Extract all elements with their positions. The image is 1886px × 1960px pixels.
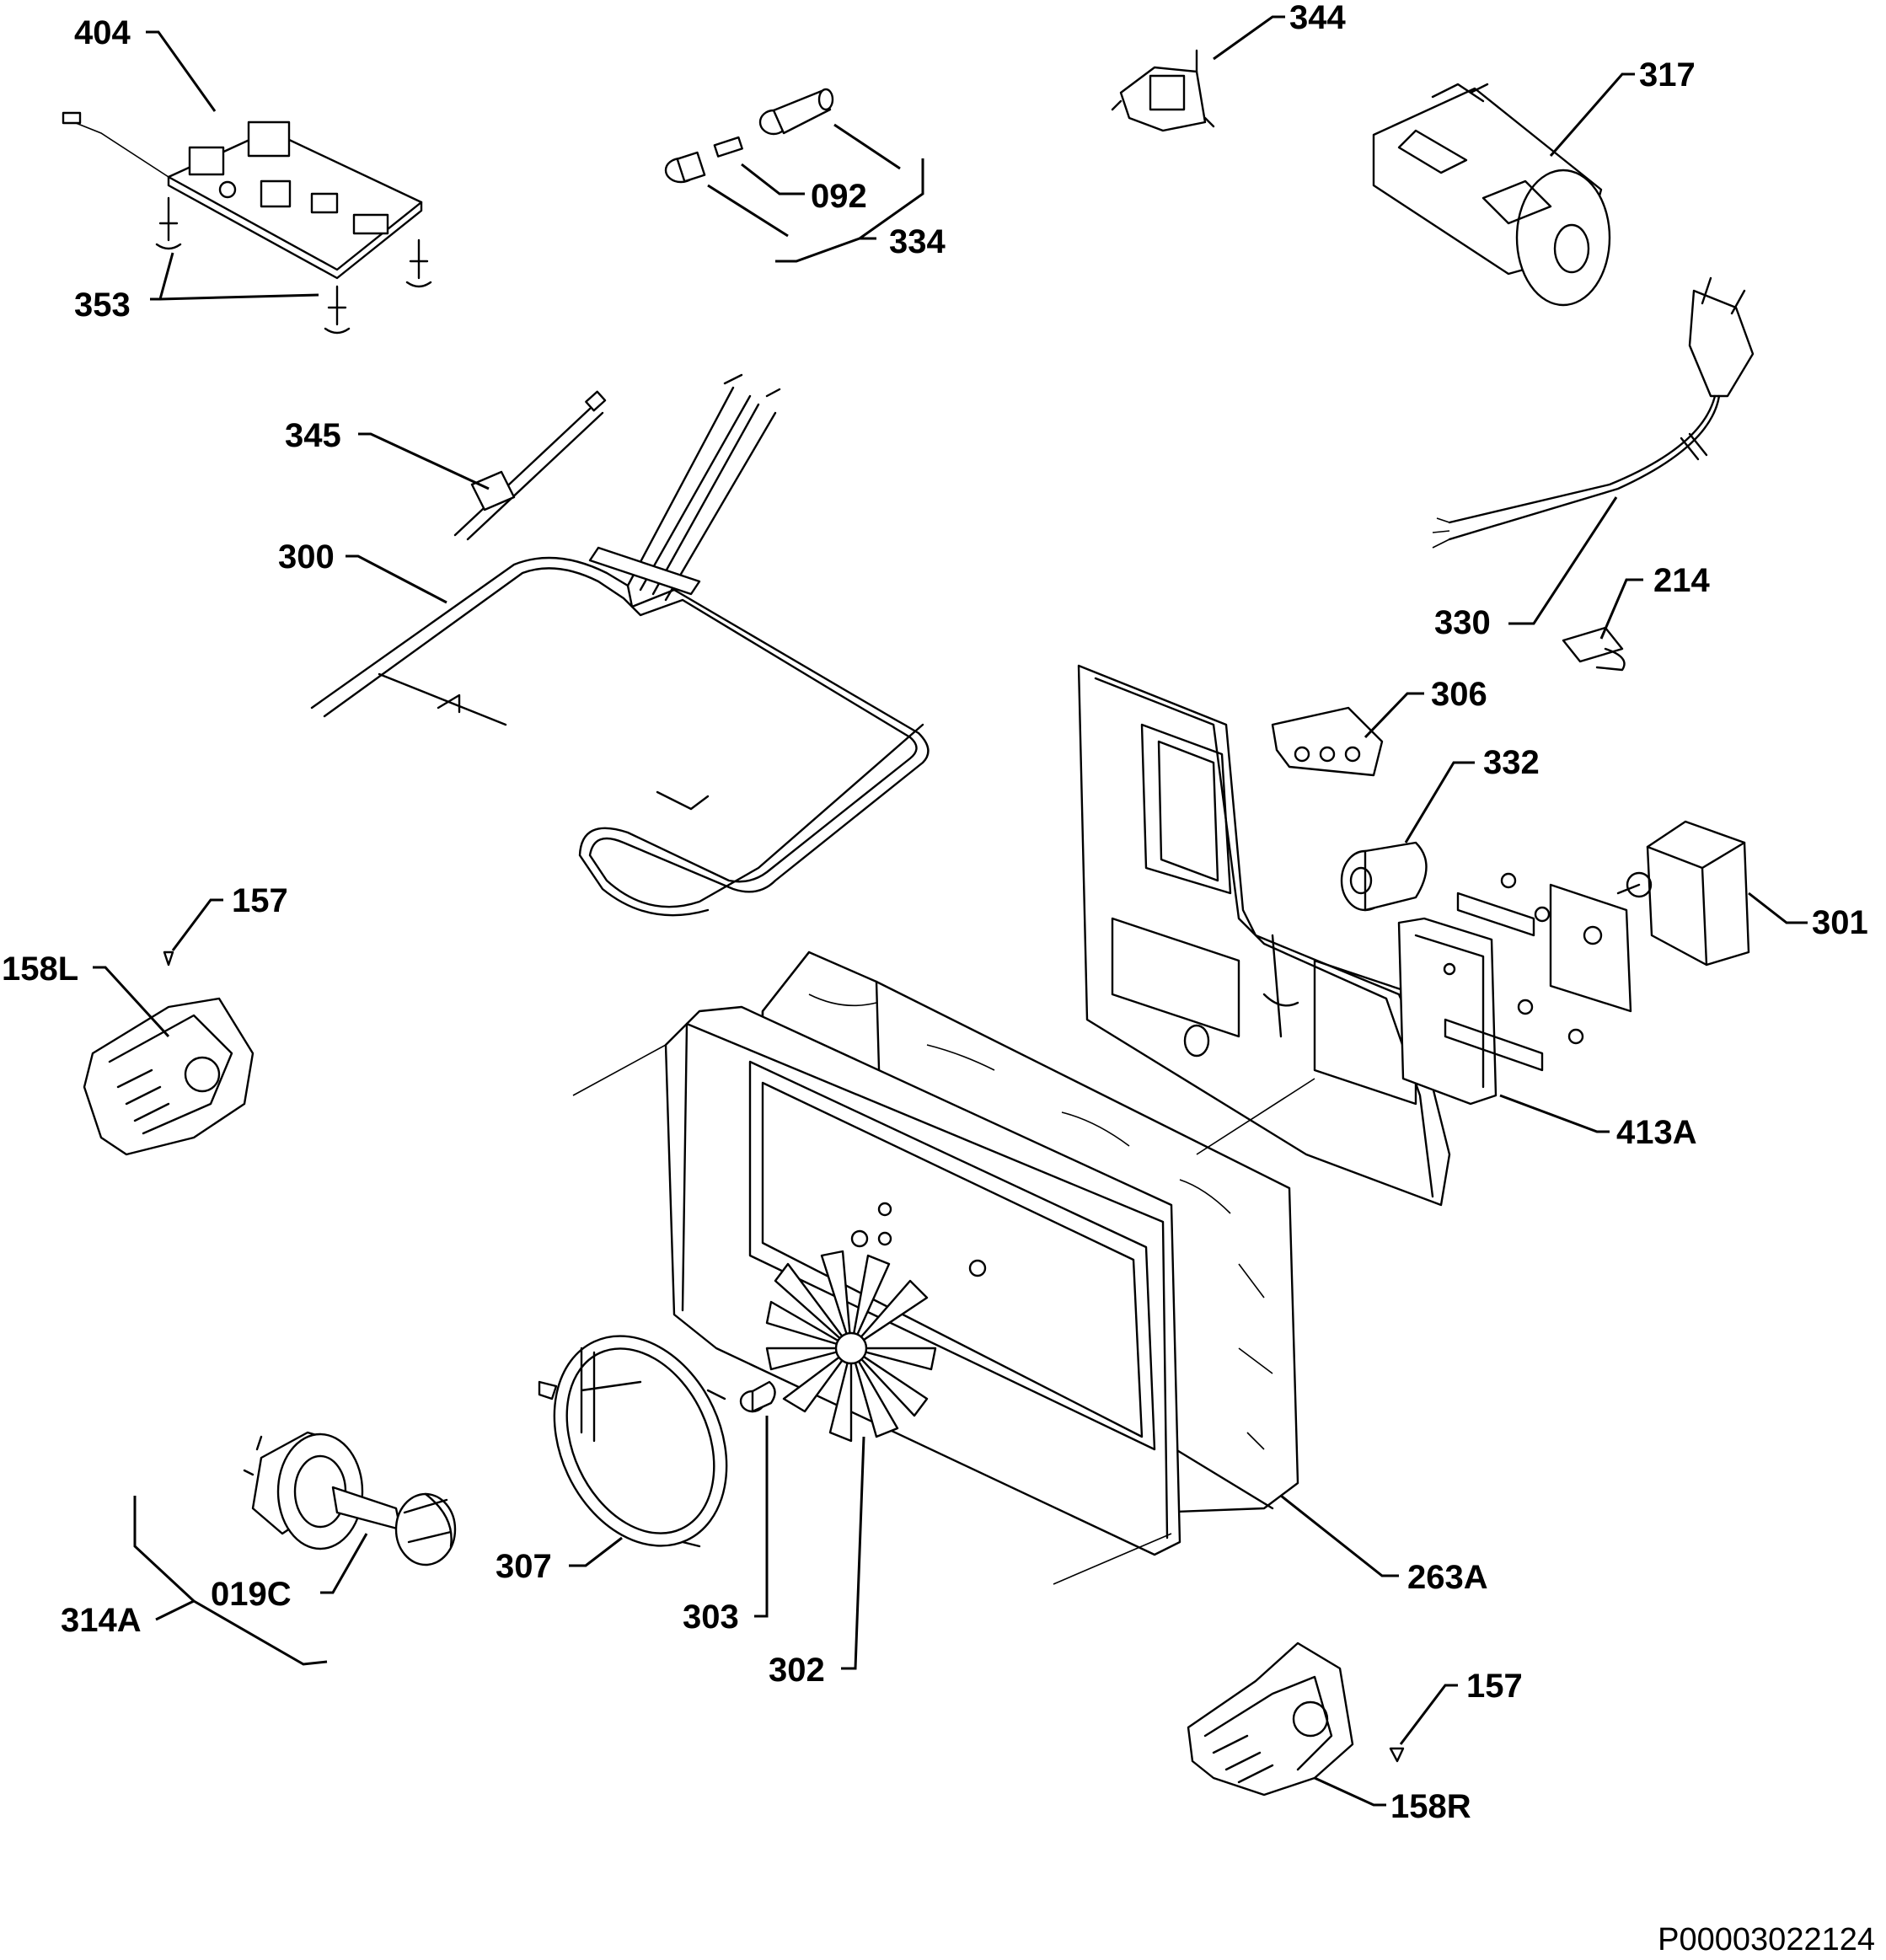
callout-303: 303 — [683, 1599, 739, 1636]
part-317-cooling-fan — [1372, 83, 1611, 307]
callout-306: 306 — [1431, 676, 1487, 713]
part-263A-oven-cavity — [572, 951, 1315, 1585]
callout-157-right: 157 — [1466, 1668, 1523, 1705]
part-330-mains-cable — [1432, 276, 1755, 549]
callout-344: 344 — [1289, 0, 1346, 36]
callout-302: 302 — [769, 1652, 825, 1689]
callout-092: 092 — [811, 178, 867, 215]
callout-158R: 158R — [1390, 1788, 1471, 1825]
callout-332: 332 — [1483, 744, 1540, 781]
callout-labels: 404 344 317 092 334 353 345 300 330 214 … — [2, 0, 1868, 1825]
part-345-sensor — [453, 390, 607, 541]
part-214-cable-clamp — [1562, 626, 1626, 672]
callout-300: 300 — [278, 538, 335, 576]
part-158R-hinge-right — [1187, 1641, 1405, 1797]
part-334-lamp-assembly — [664, 88, 834, 184]
callout-314A: 314A — [61, 1602, 142, 1639]
part-158L-hinge-left — [83, 951, 255, 1156]
callout-301: 301 — [1812, 904, 1868, 941]
callout-317: 317 — [1639, 56, 1696, 94]
callout-019C: 019C — [211, 1576, 292, 1613]
callout-157-left: 157 — [232, 882, 288, 919]
part-300-grill-element — [310, 373, 930, 917]
part-413A-rear-frame — [1077, 664, 1544, 1207]
part-306-terminal-block — [1271, 706, 1384, 777]
callout-158L: 158L — [2, 951, 78, 988]
part-303-nut — [739, 1380, 776, 1413]
callout-404: 404 — [74, 14, 131, 51]
part-332-capacitor — [1340, 841, 1428, 912]
part-314A-switch-knob — [243, 1431, 457, 1566]
part-344-thermostat — [1111, 49, 1215, 132]
part-404-control-board — [62, 111, 423, 280]
leader-lines — [93, 15, 1808, 1807]
callout-263A: 263A — [1407, 1559, 1488, 1596]
callout-413A: 413A — [1616, 1114, 1697, 1151]
callout-345: 345 — [285, 417, 341, 454]
callout-353: 353 — [74, 287, 131, 324]
part-301-motor — [1456, 820, 1750, 1045]
part-307-circular-element — [538, 1335, 728, 1548]
part-353-standoffs — [155, 196, 432, 335]
document-code: P00003022124 — [1658, 1922, 1875, 1957]
callout-334: 334 — [889, 223, 946, 260]
callout-214: 214 — [1653, 562, 1710, 599]
callout-307: 307 — [496, 1548, 552, 1585]
part-302-fan-blade — [765, 1250, 937, 1443]
callout-330: 330 — [1434, 604, 1491, 641]
